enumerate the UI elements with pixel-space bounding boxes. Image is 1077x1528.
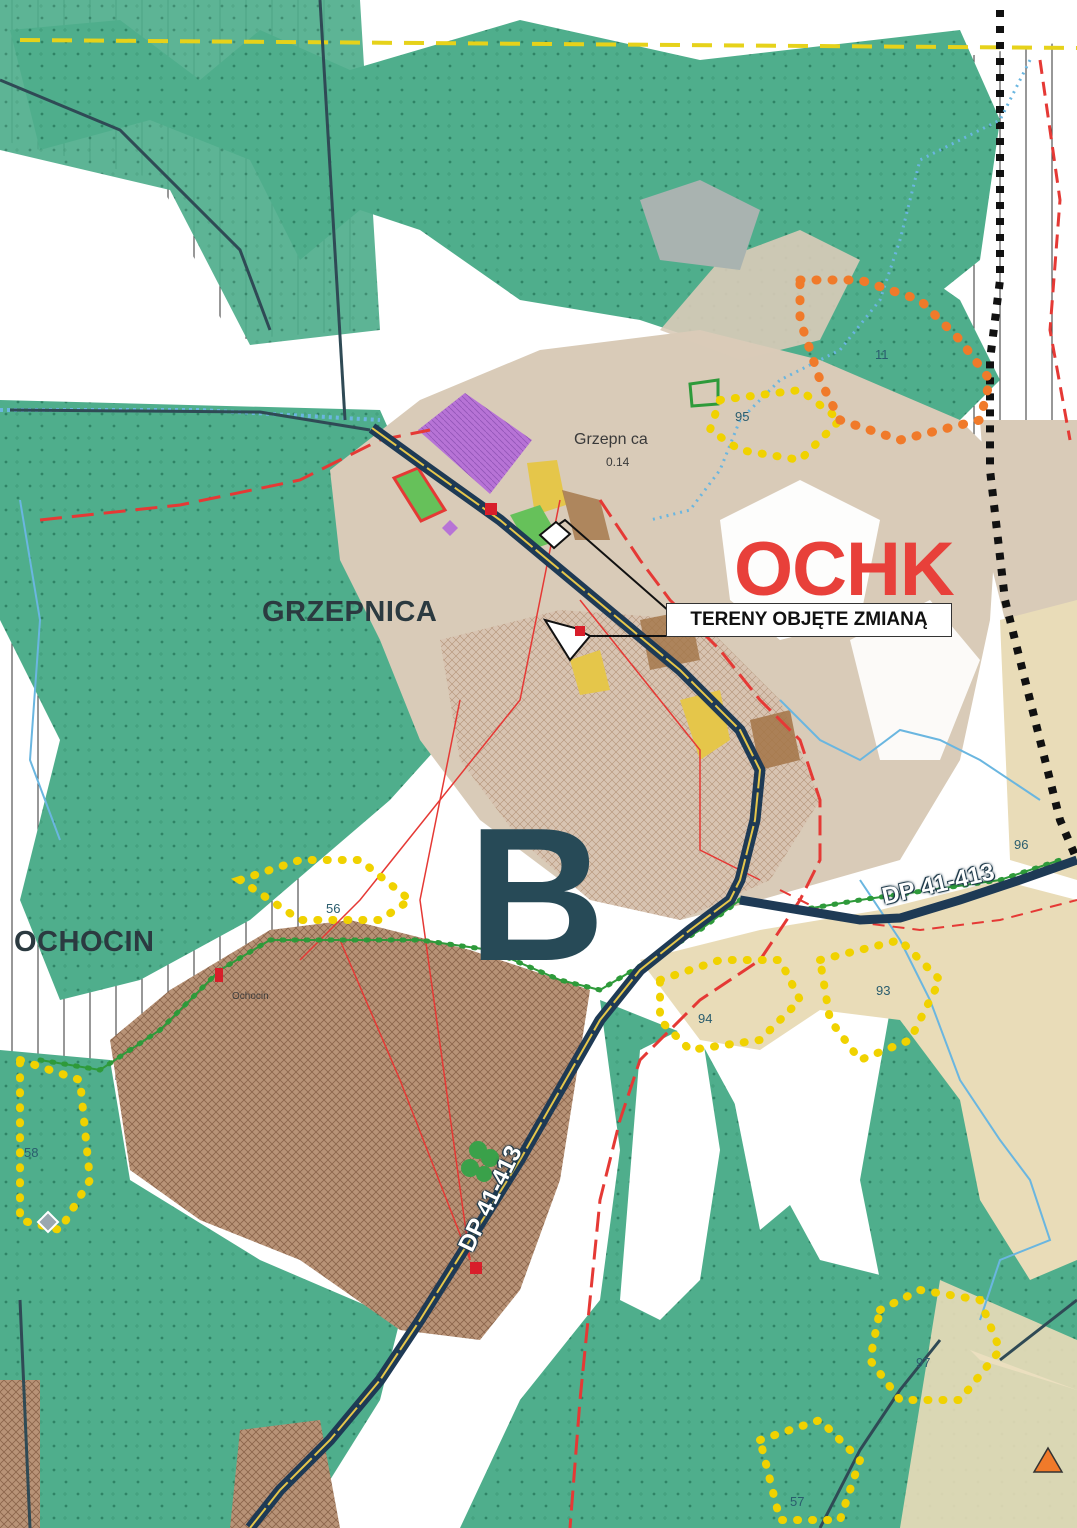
yellow-zone-2 (570, 650, 610, 695)
river-north (649, 59, 1032, 522)
green-boundary-line (39, 859, 1061, 1072)
red-marker-village (485, 503, 497, 515)
purple-zone-services (418, 393, 532, 494)
tan-zone-southeast (900, 1280, 1077, 1528)
orange-dotted-ring (795, 275, 995, 445)
red-line-1 (299, 499, 561, 961)
red-marker-ochocin (215, 968, 223, 982)
red-line-4 (339, 939, 471, 1261)
site-number-11: 11 (875, 347, 889, 362)
yellow-dotted-sites (16, 385, 1005, 1524)
place-label-ochocin: Ochocin (232, 991, 269, 1002)
red-boundary-far-east (1038, 59, 1072, 441)
place-label-grzepnica: Grzepn ca (574, 431, 648, 448)
changed-areas-callout: TERENY OBJĘTE ZMIANĄ (666, 603, 952, 637)
zone-b-light-hatch (440, 610, 820, 920)
site-number-97: 97 (916, 1355, 931, 1370)
purple-diamond-symbol (442, 520, 458, 536)
red-marker-callout (575, 626, 585, 636)
site-number-57: 57 (790, 1494, 805, 1509)
warning-triangle-icon (1032, 1446, 1064, 1473)
site-number-94: 94 (698, 1011, 713, 1026)
yellow-dashed-boundary (19, 38, 1077, 50)
open-field-1 (720, 480, 880, 640)
stream-east (779, 699, 1041, 801)
road-west (9, 408, 371, 432)
road-far-west (18, 1299, 32, 1528)
yellow-zone-1 (527, 460, 566, 515)
zone-brown-edge (0, 1380, 40, 1528)
green-zone-bordered (391, 466, 448, 523)
forest-southeast (860, 1010, 1077, 1390)
road-northwest (0, 78, 272, 331)
site-number-93: 93 (876, 983, 891, 998)
place-value-label: 0.14 (606, 455, 630, 469)
main-road-centerline (249, 427, 762, 1528)
zone-brown-southwest (230, 1420, 340, 1528)
diamond-symbol-icon (538, 520, 572, 550)
site-number-58: 58 (24, 1145, 39, 1160)
red-line-2 (579, 599, 761, 881)
monument-square-icon (470, 1262, 482, 1274)
open-field-2 (850, 600, 980, 760)
zone-b-label: B (468, 789, 606, 1001)
clearing-south-2 (730, 1050, 820, 1230)
stream-southeast (859, 879, 1052, 1321)
village-label-ochocin: OCHOCIN (14, 926, 155, 958)
red-line-3 (419, 699, 471, 1261)
site-number-56: 56 (326, 901, 341, 916)
brown-zone-2 (750, 710, 800, 770)
stream-west (19, 499, 61, 841)
site-number-96: 96 (1014, 837, 1029, 852)
tree-cluster-icon (461, 1141, 499, 1182)
site-number-95: 95 (735, 409, 750, 424)
ochk-zone-label: OCHK (734, 527, 955, 612)
grey-patch (640, 180, 760, 270)
clearing-south (620, 1020, 720, 1320)
road-south (818, 1339, 942, 1528)
tan-zone-east (640, 880, 1077, 1280)
main-road-east-branch (739, 855, 1077, 925)
road-north (318, 0, 347, 421)
red-boundary-west (39, 428, 431, 522)
grey-diamond-marker (36, 1210, 60, 1234)
road-southeast (999, 1298, 1077, 1362)
agricultural-area-north (660, 230, 860, 360)
forest-southwest (0, 1050, 400, 1528)
village-label-grzepnica: GRZEPNICA (262, 596, 438, 628)
